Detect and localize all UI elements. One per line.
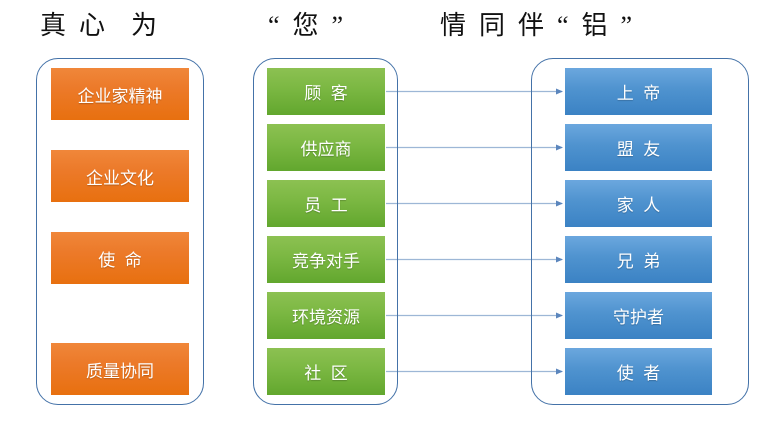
stakeholder-chip-6[interactable]: 社 区 bbox=[267, 348, 385, 395]
roles-frame bbox=[531, 58, 749, 405]
values-chip-2[interactable]: 企业文化 bbox=[51, 150, 189, 202]
stakeholder-chip-3[interactable]: 员 工 bbox=[267, 180, 385, 227]
stakeholder-chip-2[interactable]: 供应商 bbox=[267, 124, 385, 171]
stakeholder-chip-4[interactable]: 竞争对手 bbox=[267, 236, 385, 283]
role-chip-2[interactable]: 盟 友 bbox=[565, 124, 712, 171]
stakeholder-chip-5[interactable]: 环境资源 bbox=[267, 292, 385, 339]
page-title-segment-2: “ 您 ” bbox=[268, 11, 344, 40]
stakeholder-chip-1[interactable]: 顾 客 bbox=[267, 68, 385, 115]
values-chip-1[interactable]: 企业家精神 bbox=[51, 68, 189, 120]
values-chip-4[interactable]: 质量协同 bbox=[51, 343, 189, 395]
values-frame bbox=[36, 58, 204, 405]
role-chip-6[interactable]: 使 者 bbox=[565, 348, 712, 395]
role-chip-4[interactable]: 兄 弟 bbox=[565, 236, 712, 283]
page-title: 真 心 为 “ 您 ” 情 同 伴 “ 铝 ” bbox=[0, 4, 770, 48]
values-chip-3[interactable]: 使 命 bbox=[51, 232, 189, 284]
page-title-segment-3: 情 同 伴 “ 铝 ” bbox=[440, 11, 633, 40]
page-title-segment-1: 真 心 为 bbox=[40, 11, 158, 40]
role-chip-1[interactable]: 上 帝 bbox=[565, 68, 712, 115]
stakeholders-frame bbox=[253, 58, 398, 405]
role-chip-3[interactable]: 家 人 bbox=[565, 180, 712, 227]
role-chip-5[interactable]: 守护者 bbox=[565, 292, 712, 339]
